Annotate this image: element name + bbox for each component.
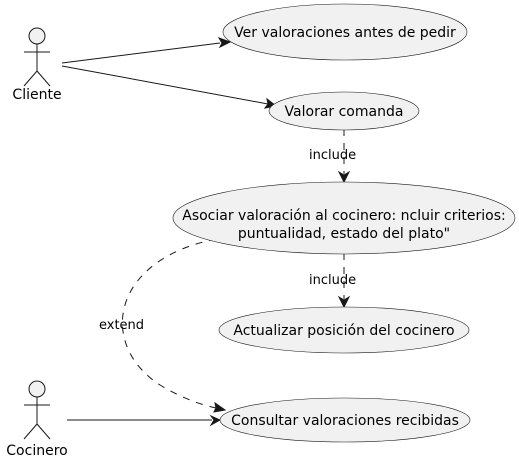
usecase-valorar-comanda-label: Valorar comanda <box>285 104 404 120</box>
usecase-asociar-valoracion: Asociar valoración al cocinero: ncluir c… <box>172 181 516 255</box>
arrowhead-include-2 <box>337 295 351 309</box>
arrowhead-extend <box>213 401 227 413</box>
actor-cocinero-body <box>23 397 51 440</box>
actor-cocinero: Cocinero <box>6 380 68 459</box>
usecase-ver-valoraciones-label: Ver valoraciones antes de pedir <box>234 25 456 41</box>
actor-cocinero-head <box>28 380 46 398</box>
usecase-actualizar-posicion: Actualizar posición del cocinero <box>218 306 470 354</box>
usecase-asociar-valoracion-label-line1: Asociar valoración al cocinero: ncluir c… <box>182 208 505 224</box>
usecase-valorar-comanda-shape <box>268 91 420 131</box>
arrowhead-ver <box>217 37 232 49</box>
extend-label: extend <box>99 318 144 333</box>
usecase-consultar-valoraciones-shape <box>219 397 471 443</box>
usecase-asociar-valoracion-label-line2: puntualidad, estado del plato" <box>238 226 450 242</box>
include-label-1: include <box>309 148 356 163</box>
usecase-asociar-valoracion-shape <box>172 181 516 255</box>
usecase-actualizar-posicion-shape <box>218 306 470 354</box>
extend-asociar-consultar <box>121 238 217 409</box>
usecase-valorar-comanda: Valorar comanda <box>268 91 420 131</box>
usecase-ver-valoraciones-shape <box>222 3 468 61</box>
usecase-consultar-valoraciones: Consultar valoraciones recibidas <box>219 397 471 443</box>
actor-cocinero-label: Cocinero <box>6 443 67 459</box>
arrowhead-include-1 <box>337 170 351 184</box>
actor-cliente-body <box>23 44 51 87</box>
actor-cliente-head <box>28 27 46 45</box>
arrowhead-consultar <box>209 414 222 427</box>
association-cliente-valorar <box>61 65 269 105</box>
actor-cliente: Cliente <box>12 27 62 103</box>
usecase-actualizar-posicion-label: Actualizar posición del cocinero <box>233 323 454 339</box>
usecase-consultar-valoraciones-label: Consultar valoraciones recibidas <box>231 413 459 429</box>
actor-cliente-label: Cliente <box>12 87 61 103</box>
include-label-2: include <box>309 273 356 288</box>
association-cliente-ver <box>61 42 221 64</box>
usecase-ver-valoraciones: Ver valoraciones antes de pedir <box>222 3 468 61</box>
